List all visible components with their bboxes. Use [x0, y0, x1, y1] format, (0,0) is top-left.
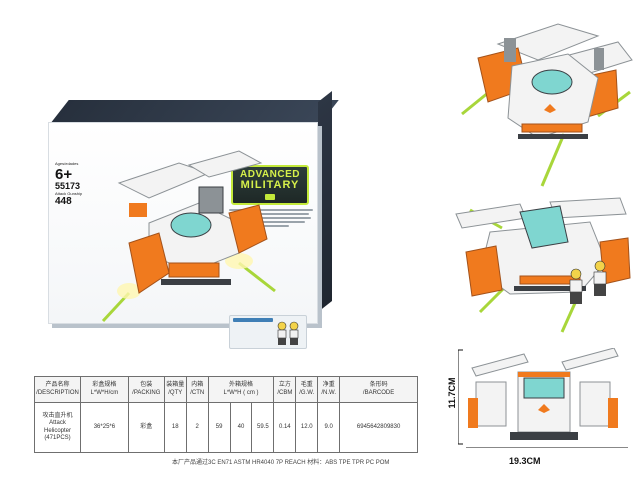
header-gw: 毛重/G.W. [295, 376, 319, 403]
box-side-face [318, 91, 332, 312]
box-info-panel: Ages/edades 6+ 55173 Attack Gunship 448 [55, 161, 107, 207]
header-cbm: 立方/CBM [273, 376, 297, 403]
minifigure-card-header [233, 318, 273, 322]
box-gunship-illustration [101, 150, 276, 323]
cell-description: 攻击直升机 Attack Helicopter (471PCS) [34, 402, 81, 453]
dimension-width-label: 19.3CM [509, 456, 541, 466]
cell-nw: 9.0 [317, 402, 341, 453]
box-set-name: Attack Gunship [55, 191, 83, 197]
box-piece-count: 448 [55, 196, 72, 208]
product-box: Ages/edades 6+ 55173 Attack Gunship 448 … [48, 91, 339, 349]
box-item-number: 55173 [55, 181, 81, 191]
minifigures-icon [277, 321, 299, 345]
cell-gw: 12.0 [295, 402, 319, 453]
gunship-view-side [455, 197, 631, 333]
cell-box-size: 36*25*6 [79, 402, 129, 453]
certification-footnote: 本厂产品通过3C EN71 ASTM HR4040 7P REACH 材料：AB… [172, 460, 390, 466]
cell-qty: 18 [163, 402, 187, 453]
header-description: 产品名称/DESCRIPTION [34, 376, 81, 403]
table-row: 攻击直升机 Attack Helicopter (471PCS) 36*25*6… [34, 402, 418, 453]
cell-cbm: 0.14 [273, 402, 297, 453]
logo-text-line2: MILITARY [240, 179, 300, 192]
advanced-military-logo: ADVANCED MILITARY [231, 165, 309, 205]
box-age: 6+ [55, 166, 73, 183]
cell-barcode: 6945642809830 [339, 402, 418, 453]
header-ctn: 内箱/CTN [185, 376, 209, 403]
header-barcode: 条形码/BARCODE [339, 376, 418, 403]
minifigure-card [229, 315, 307, 349]
cell-outer-h: 59.5 [251, 402, 275, 453]
gunship-view-front [461, 23, 633, 187]
header-packing: 包装/PACKING [127, 376, 165, 403]
dimension-height-label: 11.7CM [447, 377, 457, 409]
header-qty: 装箱量/QTY [163, 376, 187, 403]
cell-packing: 彩盒 [127, 402, 165, 453]
cell-ctn: 2 [185, 402, 209, 453]
dimension-drawing [458, 348, 628, 448]
logo-text-line1: ADVANCED [240, 169, 300, 181]
header-nw: 净重/N.W. [317, 376, 341, 403]
cell-outer-l: 59 [207, 402, 231, 453]
cell-outer-w: 40 [229, 402, 253, 453]
box-ages-label: Ages/edades [55, 161, 79, 166]
box-top-face [50, 100, 339, 124]
box-front-face: Ages/edades 6+ 55173 Attack Gunship 448 … [48, 122, 318, 349]
logo-sub-bar [265, 193, 275, 200]
